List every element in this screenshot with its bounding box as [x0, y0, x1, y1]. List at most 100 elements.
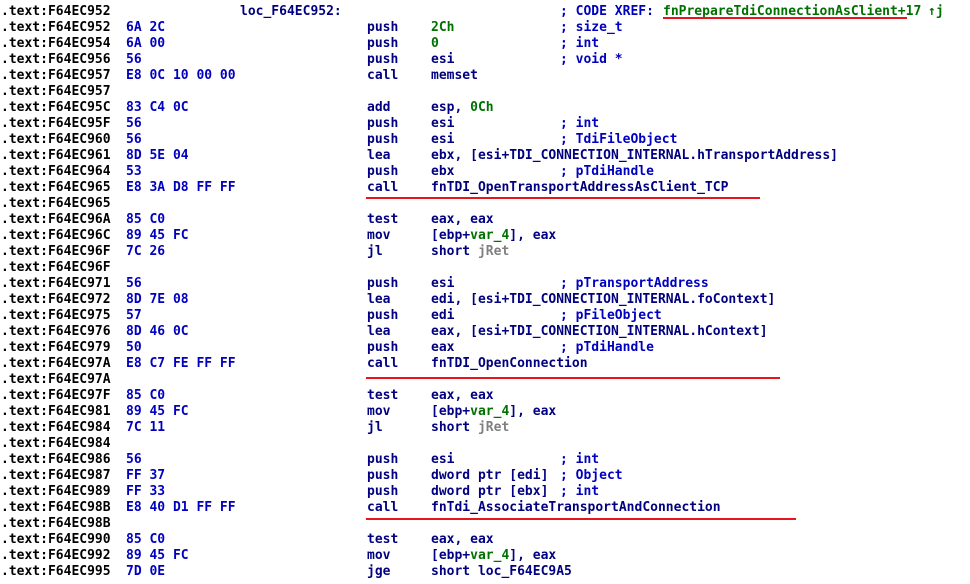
- line-address[interactable]: .text:F64EC95F: [1, 116, 111, 131]
- line-address[interactable]: .text:F64EC981: [1, 404, 111, 419]
- line-address[interactable]: .text:F64EC995: [1, 564, 111, 579]
- line-address[interactable]: .text:F64EC957: [1, 68, 111, 83]
- instruction-operands[interactable]: dword ptr [ebx]: [431, 484, 548, 500]
- line-address[interactable]: .text:F64EC975: [1, 308, 111, 323]
- xref-link[interactable]: fnPrepareTdiConnectionAsClient+17: [663, 4, 922, 19]
- listing-line[interactable]: .text:F64EC97A: [0, 372, 970, 388]
- instruction-operands[interactable]: eax, [esi+TDI_CONNECTION_INTERNAL.hConte…: [431, 324, 768, 340]
- instruction-operands[interactable]: [ebp+var_4], eax: [431, 404, 556, 420]
- instruction-operands[interactable]: short loc_F64EC9A5: [431, 564, 572, 580]
- line-address[interactable]: .text:F64EC984: [1, 420, 111, 435]
- instruction-operands[interactable]: short jRet: [431, 420, 509, 436]
- line-address[interactable]: .text:F64EC97A: [1, 372, 111, 387]
- line-address[interactable]: .text:F64EC976: [1, 324, 111, 339]
- instruction-operands[interactable]: 2Ch: [431, 20, 454, 36]
- listing-line[interactable]: .text:F64EC98B: [0, 516, 970, 532]
- listing-line[interactable]: .text:F64EC96F: [0, 260, 970, 276]
- instruction-operands[interactable]: fnTDI_OpenTransportAddressAsClient_TCP: [431, 180, 728, 196]
- instruction-operands[interactable]: [ebp+var_4], eax: [431, 548, 556, 564]
- instruction-operands[interactable]: eax, eax: [431, 212, 494, 228]
- line-address[interactable]: .text:F64EC961: [1, 148, 111, 163]
- line-address[interactable]: .text:F64EC971: [1, 276, 111, 291]
- instruction-operands[interactable]: memset: [431, 68, 478, 84]
- instruction-operands[interactable]: esi: [431, 452, 454, 468]
- instruction-operands[interactable]: eax, eax: [431, 532, 494, 548]
- instruction-operands[interactable]: fnTDI_OpenConnection: [431, 356, 588, 372]
- instruction-operands[interactable]: ebx: [431, 164, 454, 180]
- instruction-operands[interactable]: edi: [431, 308, 454, 324]
- line-address[interactable]: .text:F64EC957: [1, 84, 111, 99]
- instruction-operands[interactable]: short jRet: [431, 244, 509, 260]
- line-address[interactable]: .text:F64EC97F: [1, 388, 111, 403]
- line-address[interactable]: .text:F64EC987: [1, 468, 111, 483]
- instruction-operands[interactable]: dword ptr [edi]: [431, 468, 548, 484]
- line-address[interactable]: .text:F64EC96F: [1, 244, 111, 259]
- instruction-operands[interactable]: [ebp+var_4], eax: [431, 228, 556, 244]
- line-address[interactable]: .text:F64EC96C: [1, 228, 111, 243]
- line-address[interactable]: .text:F64EC979: [1, 340, 111, 355]
- line-address[interactable]: .text:F64EC965: [1, 180, 111, 195]
- line-address[interactable]: .text:F64EC956: [1, 52, 111, 67]
- line-address[interactable]: .text:F64EC98B: [1, 500, 111, 515]
- instruction-operands[interactable]: esi: [431, 276, 454, 292]
- line-address[interactable]: .text:F64EC965: [1, 196, 111, 211]
- instruction-operands[interactable]: esp, 0Ch: [431, 100, 494, 116]
- line-address[interactable]: .text:F64EC952: [1, 20, 111, 35]
- listing-line[interactable]: .text:F64EC957: [0, 84, 970, 100]
- instruction-operands[interactable]: esi: [431, 132, 454, 148]
- instruction-operands[interactable]: esi: [431, 116, 454, 132]
- line-address[interactable]: .text:F64EC98B: [1, 516, 111, 531]
- listing-line[interactable]: .text:F64EC984: [0, 436, 970, 452]
- instruction-operands[interactable]: edi, [esi+TDI_CONNECTION_INTERNAL.foCont…: [431, 292, 775, 308]
- line-address[interactable]: .text:F64EC992: [1, 548, 111, 563]
- line-address[interactable]: .text:F64EC95C: [1, 100, 111, 115]
- listing-line[interactable]: .text:F64EC965: [0, 196, 970, 212]
- line-address[interactable]: .text:F64EC964: [1, 164, 111, 179]
- line-address[interactable]: .text:F64EC97A: [1, 356, 111, 371]
- instruction-operands[interactable]: esi: [431, 52, 454, 68]
- line-address[interactable]: .text:F64EC972: [1, 292, 111, 307]
- line-address[interactable]: .text:F64EC96F: [1, 260, 111, 275]
- line-address[interactable]: .text:F64EC954: [1, 36, 111, 51]
- code-label[interactable]: loc_F64EC952:: [240, 4, 342, 19]
- instruction-operands[interactable]: 0: [431, 36, 439, 52]
- line-address[interactable]: .text:F64EC990: [1, 532, 111, 547]
- instruction-operands[interactable]: ebx, [esi+TDI_CONNECTION_INTERNAL.hTrans…: [431, 148, 838, 164]
- instruction-operands[interactable]: eax: [431, 340, 454, 356]
- line-address[interactable]: .text:F64EC984: [1, 436, 111, 451]
- line-address[interactable]: .text:F64EC952: [1, 4, 111, 19]
- line-address[interactable]: .text:F64EC986: [1, 452, 111, 467]
- instruction-operands[interactable]: fnTdi_AssociateTransportAndConnection: [431, 500, 721, 516]
- line-address[interactable]: .text:F64EC960: [1, 132, 111, 147]
